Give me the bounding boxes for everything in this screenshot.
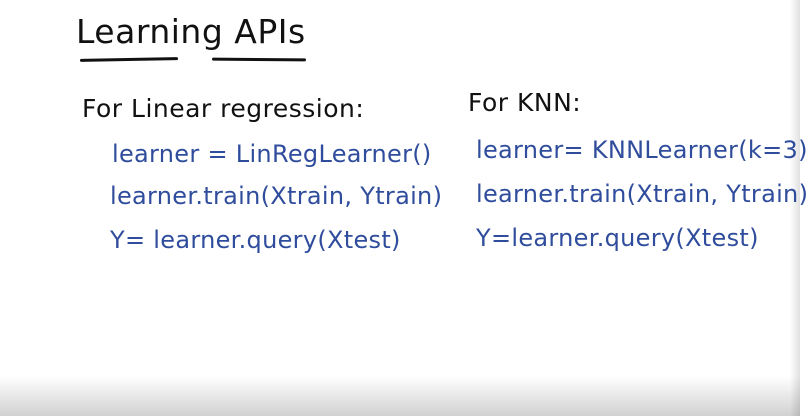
knn-train-call: learner.train(Xtrain, Ytrain) bbox=[476, 180, 808, 208]
title-underline-left bbox=[79, 57, 179, 62]
linreg-train-call: learner.train(Xtrain, Ytrain) bbox=[110, 182, 443, 210]
linreg-query-call: Y= learner.query(Xtest) bbox=[110, 226, 401, 254]
page-title: Learning APIs bbox=[76, 12, 306, 51]
knn-heading: For KNN: bbox=[468, 88, 582, 117]
title-underline-right bbox=[211, 57, 307, 62]
knn-create-learner: learner= KNNLearner(k=3) bbox=[476, 136, 808, 164]
linreg-create-learner: learner = LinRegLearner() bbox=[112, 140, 432, 168]
knn-query-call: Y=learner.query(Xtest) bbox=[476, 224, 759, 252]
linear-regression-heading: For Linear regression: bbox=[82, 94, 365, 123]
frame-edge-shadow bbox=[790, 0, 800, 416]
